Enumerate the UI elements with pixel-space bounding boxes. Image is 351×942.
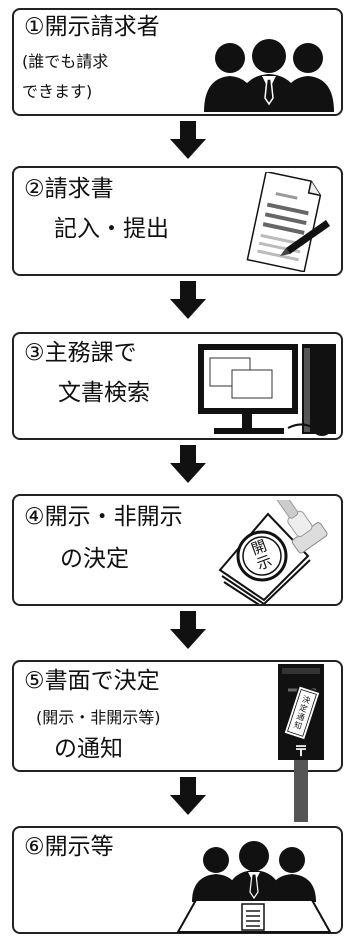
step-3-subtitle: 文書検索 bbox=[58, 380, 150, 406]
step-5-subtitle: の通知 bbox=[54, 736, 123, 762]
svg-text:知: 知 bbox=[293, 719, 304, 731]
document-pen-icon bbox=[246, 172, 330, 272]
step-4-title: ④開示・非開示 bbox=[24, 504, 183, 530]
step-1-title: ①開示請求者 bbox=[24, 14, 160, 40]
step-2-box: ②請求書 記入・提出 bbox=[12, 166, 343, 276]
step-3-title: ③主務課で bbox=[24, 340, 137, 366]
meeting-icon bbox=[176, 841, 332, 933]
flow-arrow-icon bbox=[170, 281, 206, 319]
mailbox-icon: 決 定 通 知 〒 bbox=[278, 664, 324, 822]
flow-arrow-icon bbox=[170, 121, 206, 159]
svg-text:通: 通 bbox=[295, 711, 306, 723]
step-1-box: ①開示請求者 (誰でも請求 できます) bbox=[12, 8, 343, 116]
step-6-title: ⑥開示等 bbox=[24, 834, 114, 860]
step-2-title: ②請求書 bbox=[24, 176, 114, 202]
flow-arrow-icon bbox=[170, 777, 206, 815]
svg-text:〒: 〒 bbox=[294, 744, 308, 760]
step-4-box: ④開示・非開示 の決定 開 示 bbox=[12, 494, 343, 606]
step-5-title: ⑤書面で決定 bbox=[24, 668, 160, 694]
step-5-note: (開示・非開示等) bbox=[36, 708, 161, 727]
stamp-icon: 開 示 bbox=[218, 500, 328, 604]
svg-text:示: 示 bbox=[254, 552, 274, 574]
people-icon bbox=[204, 39, 334, 112]
step-2-subtitle: 記入・提出 bbox=[54, 216, 169, 242]
computer-icon bbox=[198, 344, 336, 436]
flow-arrow-icon bbox=[170, 611, 206, 649]
svg-text:決: 決 bbox=[301, 694, 312, 706]
svg-text:開: 開 bbox=[249, 537, 269, 559]
step-1-note-line-1: (誰でも請求 bbox=[22, 52, 109, 71]
step-3-box: ③主務課で 文書検索 bbox=[12, 332, 343, 440]
step-6-box: ⑥開示等 bbox=[12, 826, 343, 934]
flow-arrow-icon bbox=[170, 445, 206, 483]
step-1-note-line-2: できます) bbox=[22, 82, 93, 101]
step-4-subtitle: の決定 bbox=[60, 546, 129, 572]
svg-text:定: 定 bbox=[298, 702, 309, 714]
